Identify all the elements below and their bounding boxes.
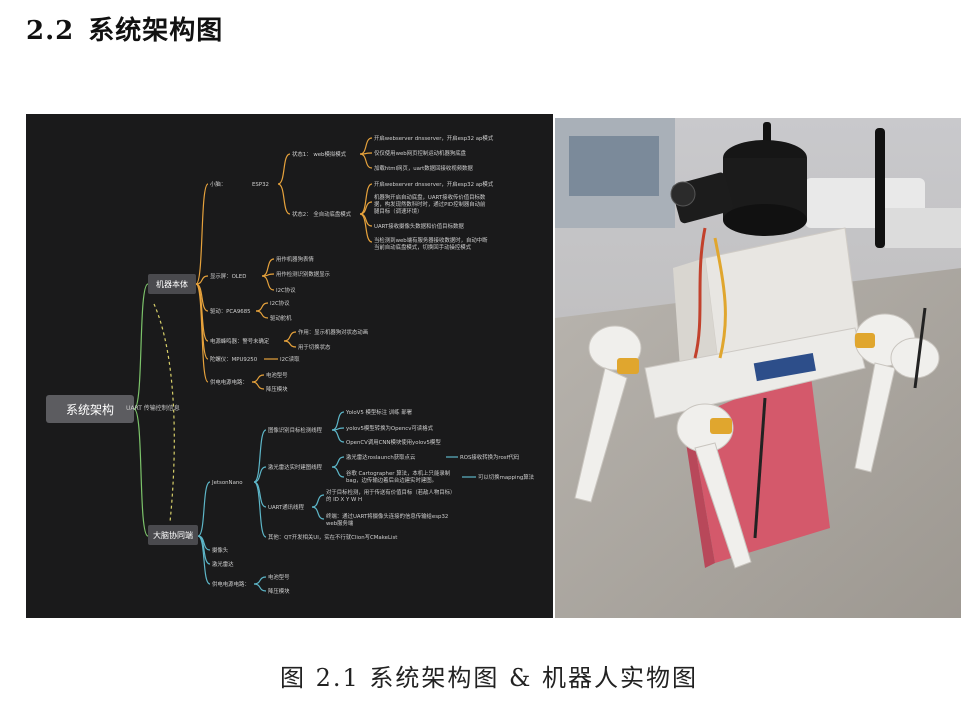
branch-body-box (148, 274, 196, 294)
connector-uart-link (153, 303, 175, 523)
mindmap-connectors (133, 137, 476, 592)
node-buzzer-item: 用于切换状态 (298, 343, 331, 351)
branch-brain: 大脑协同端 (153, 530, 193, 540)
node-body-power: 供电电源电路： (210, 378, 248, 386)
node-state1-item: 开启webserver dnsserver，开启esp32 ap模式 (374, 134, 494, 142)
node-state1-item: 仅仅使用web网页控制运动机器狗底盘 (374, 149, 467, 157)
node-vision-item: YoloV5 模型标注 训练 部署 (345, 408, 413, 416)
node-misc: 其他：QT开发相关UI，实在不行就Clion写CMakeList (268, 533, 397, 541)
node-display: 显示屏：OLED (210, 273, 246, 280)
node-mcu: 小脑： (210, 180, 226, 188)
root-node: 系统架构 (66, 402, 114, 417)
node-state2-item: 开启webserver dnsserver，开启esp32 ap模式 (374, 180, 494, 188)
section-title: 系统架构图 (88, 16, 224, 46)
node-buzzer: 电源蜂鸣器：警号未确定 (210, 337, 270, 345)
section-number: 2.2 (26, 16, 75, 46)
node-state2-item: 机器狗开启自动底盘，UART接收传价值目标数 (374, 193, 486, 201)
node-uart-item: 对于目标检测，用于传送有价值目标（若敌人物目标） (326, 488, 455, 496)
node-state1: 状态1： web模拟模式 (292, 150, 347, 158)
node-body-power-item: 电池型号 (266, 371, 288, 379)
node-display-item: 用作检测识别数据显示 (276, 270, 331, 278)
node-display-item: I2C协议 (276, 286, 296, 294)
node-gyro-item: I2C读取 (280, 355, 300, 363)
node-uart-item: 的 ID X Y W H (326, 495, 362, 503)
branch-brain-box (148, 525, 198, 545)
system-architecture-mindmap: 系统架构 UART 传输控制信息 机器本体 大脑协同端 小脑： ESP32 状态… (26, 114, 553, 618)
node-lidar-item: 可以切换mapping算法 (478, 473, 535, 481)
node-lidar-item: 谷歌 Cartographer 算法，本机上只能录制 (346, 469, 450, 477)
node-driver: 驱动：PCA9685 (210, 308, 251, 315)
node-state2-item: 腿目标（调速环境） (374, 207, 423, 215)
node-camera: 摄像头 (212, 546, 229, 554)
uart-link-label: UART 传输控制信息 (126, 404, 180, 412)
node-lidar: 激光雷达实时建图线程 (268, 463, 323, 471)
node-driver-item: I2C协议 (270, 299, 290, 307)
node-lidar-device: 激光雷达 (212, 560, 234, 568)
node-brain-power: 供电电源电路： (212, 580, 250, 588)
connector-root-body (133, 283, 149, 410)
branch-body: 机器本体 (156, 279, 188, 289)
node-state1-item: 加载html网页，uart数据回接收视频数据 (374, 164, 473, 172)
section-heading: 2.2 系统架构图 (26, 10, 223, 47)
node-uart: UART通讯线程 (268, 503, 304, 511)
node-display-item: 用作机器狗表情 (276, 255, 314, 263)
root-node-box (46, 395, 134, 423)
figure-caption: 图 2.1 系统架构图 & 机器人实物图 (279, 664, 699, 692)
robot-photo-drawing (555, 118, 961, 618)
node-esp32: ESP32 (252, 182, 269, 188)
node-vision-item: OpenCV调用CNN模块使用yolov5模型 (346, 438, 441, 446)
node-lidar-item: bag，边传输边着后台边建实时建图。 (346, 476, 437, 484)
node-uart-item: 终端：通过UART将摄像头连接的信息传输给esp32 (326, 512, 448, 520)
node-vision-item: yolov5模型转换为Opencv可读格式 (346, 424, 434, 432)
node-state2-item: UART接收摄像头数据和价值目标数据 (374, 222, 464, 230)
node-body-power-item: 降压模块 (266, 385, 288, 393)
node-uart-item: web服务端 (326, 519, 354, 527)
node-gyro: 陀螺仪：MPU9250 (210, 355, 258, 363)
node-state2: 状态2： 全自动底盘模式 (292, 210, 352, 218)
mindmap-canvas: 系统架构 UART 传输控制信息 机器本体 大脑协同端 小脑： ESP32 状态… (46, 134, 535, 595)
node-state2-item: 当前自动底盘模式，切换回手动操控模式 (374, 243, 472, 251)
node-driver-item: 驱动舵机 (270, 314, 292, 322)
node-buzzer-item: 作用：显示机器狗对状态动画 (298, 328, 368, 336)
node-brain-power-item: 电池型号 (268, 573, 290, 581)
node-brain-power-item: 降压模块 (268, 587, 290, 595)
node-lidar-item: 激光雷达roslaunch获取点云 (346, 453, 416, 461)
node-state2-item: 当检测到web端有服务器接收数据时，自动中断 (374, 236, 488, 244)
mindmap-leaf-texts: 小脑： ESP32 状态1： web模拟模式 开启webserver dnsse… (210, 134, 535, 595)
node-lidar-item: ROS接收转换为rosf代码 (460, 453, 520, 461)
node-state2-item: 据，构发现然数科时时，通过PID控制器自动前 (374, 200, 486, 208)
connector-root-brain (133, 408, 149, 537)
node-jetson: JetsonNano (211, 480, 243, 486)
node-vision: 图像识别目标检测线程 (268, 426, 323, 434)
robot-photo (555, 118, 961, 618)
